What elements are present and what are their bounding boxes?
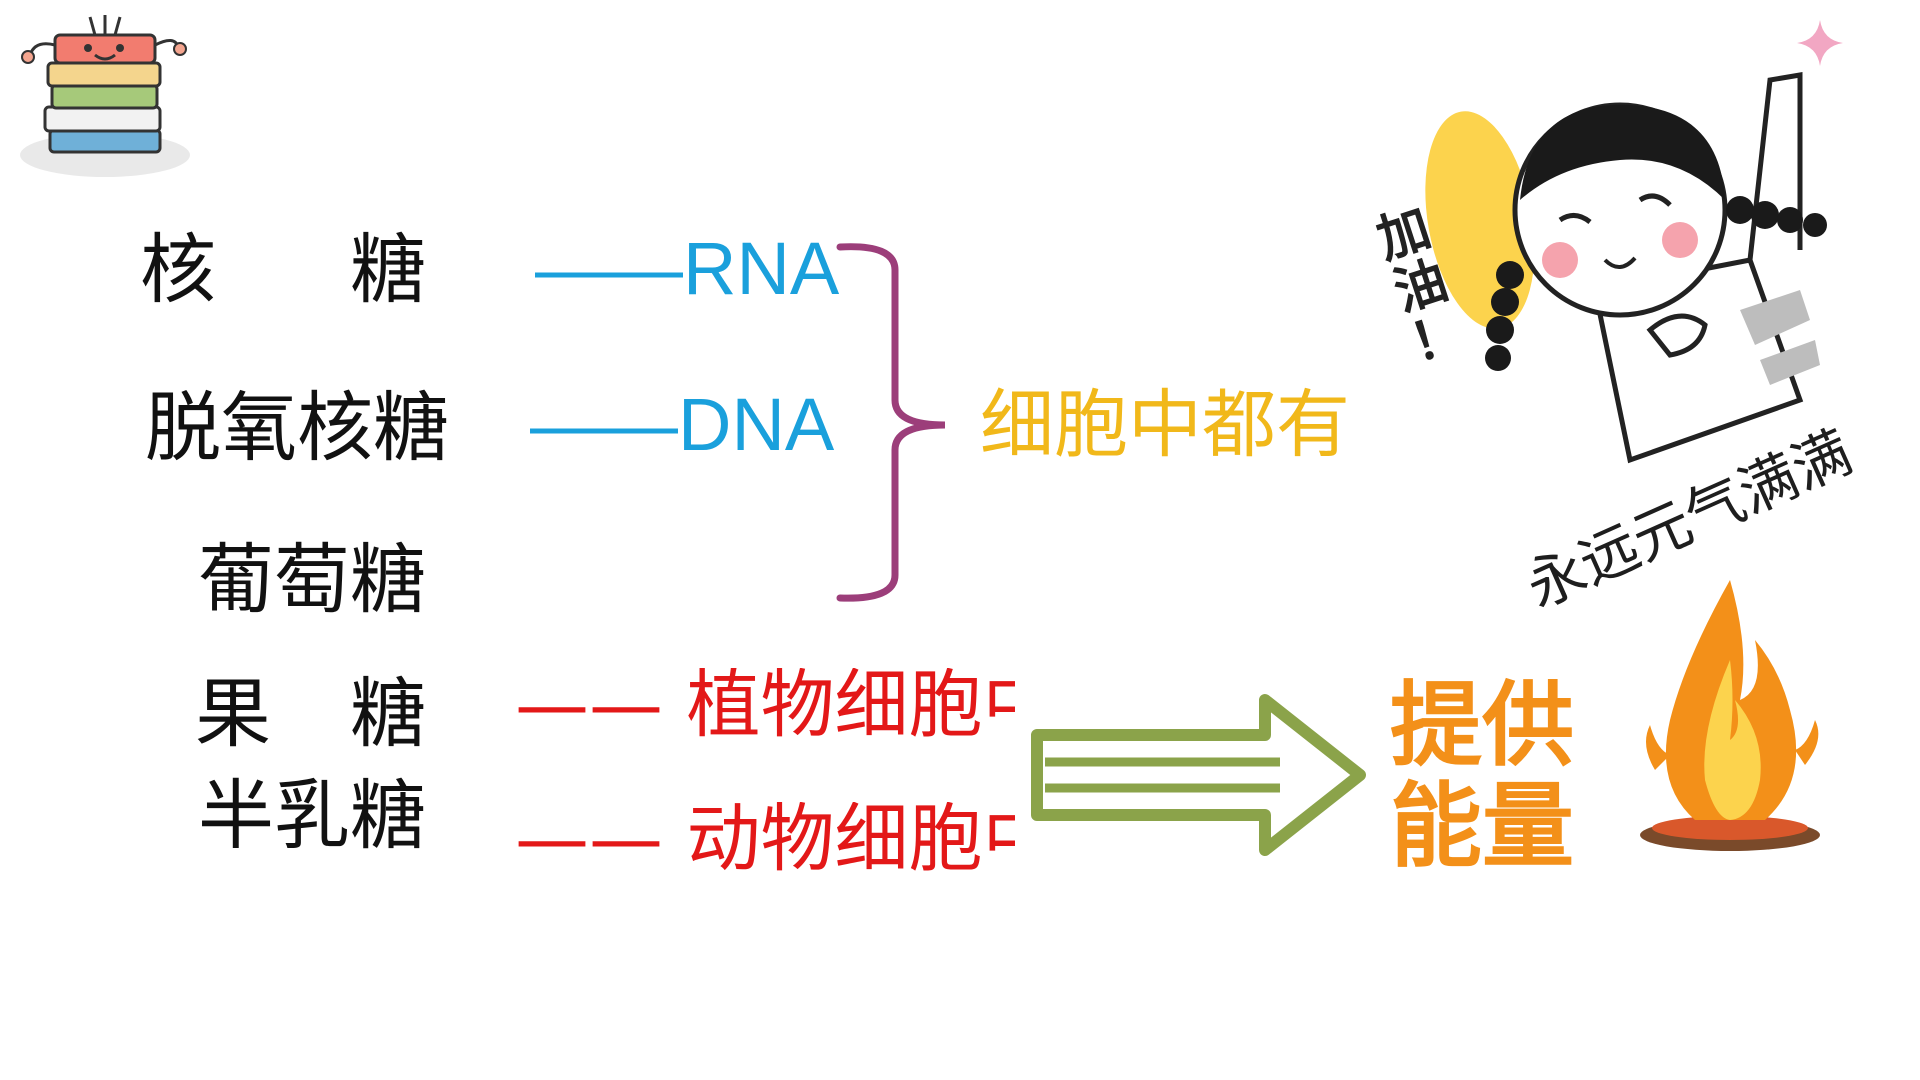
- sugar-ribose: 核 糖: [140, 225, 427, 314]
- sugar-fructose: 果 糖: [195, 669, 427, 758]
- sugar-galactose: 半乳糖: [198, 771, 426, 860]
- campfire-icon: [1640, 580, 1820, 851]
- curly-brace: [836, 243, 946, 602]
- result-text: 提供 能量: [1390, 672, 1575, 881]
- sparkle-icon: [1797, 20, 1843, 66]
- plant-link-clip: —— 植物细胞中: [515, 668, 1015, 758]
- link-animal: —— 动物细胞中: [515, 802, 1015, 882]
- common-label: 细胞中都有: [980, 382, 1350, 468]
- result-line2: 能量: [1390, 773, 1575, 881]
- sugar-deoxyribose: 脱氧核糖: [145, 383, 449, 472]
- link-plant: —— 植物细胞中: [515, 668, 1015, 748]
- cheering-girl-icon: [1425, 72, 1827, 464]
- book-stack-icon: [20, 15, 190, 177]
- animal-link-clip: —— 动物细胞中: [515, 802, 1015, 892]
- arrow-icon: [1031, 694, 1366, 856]
- result-line1: 提供: [1390, 672, 1575, 779]
- sugar-glucose: 葡萄糖: [198, 535, 426, 624]
- link-rna: ——RNA: [535, 227, 840, 310]
- link-dna: ——DNA: [530, 383, 835, 466]
